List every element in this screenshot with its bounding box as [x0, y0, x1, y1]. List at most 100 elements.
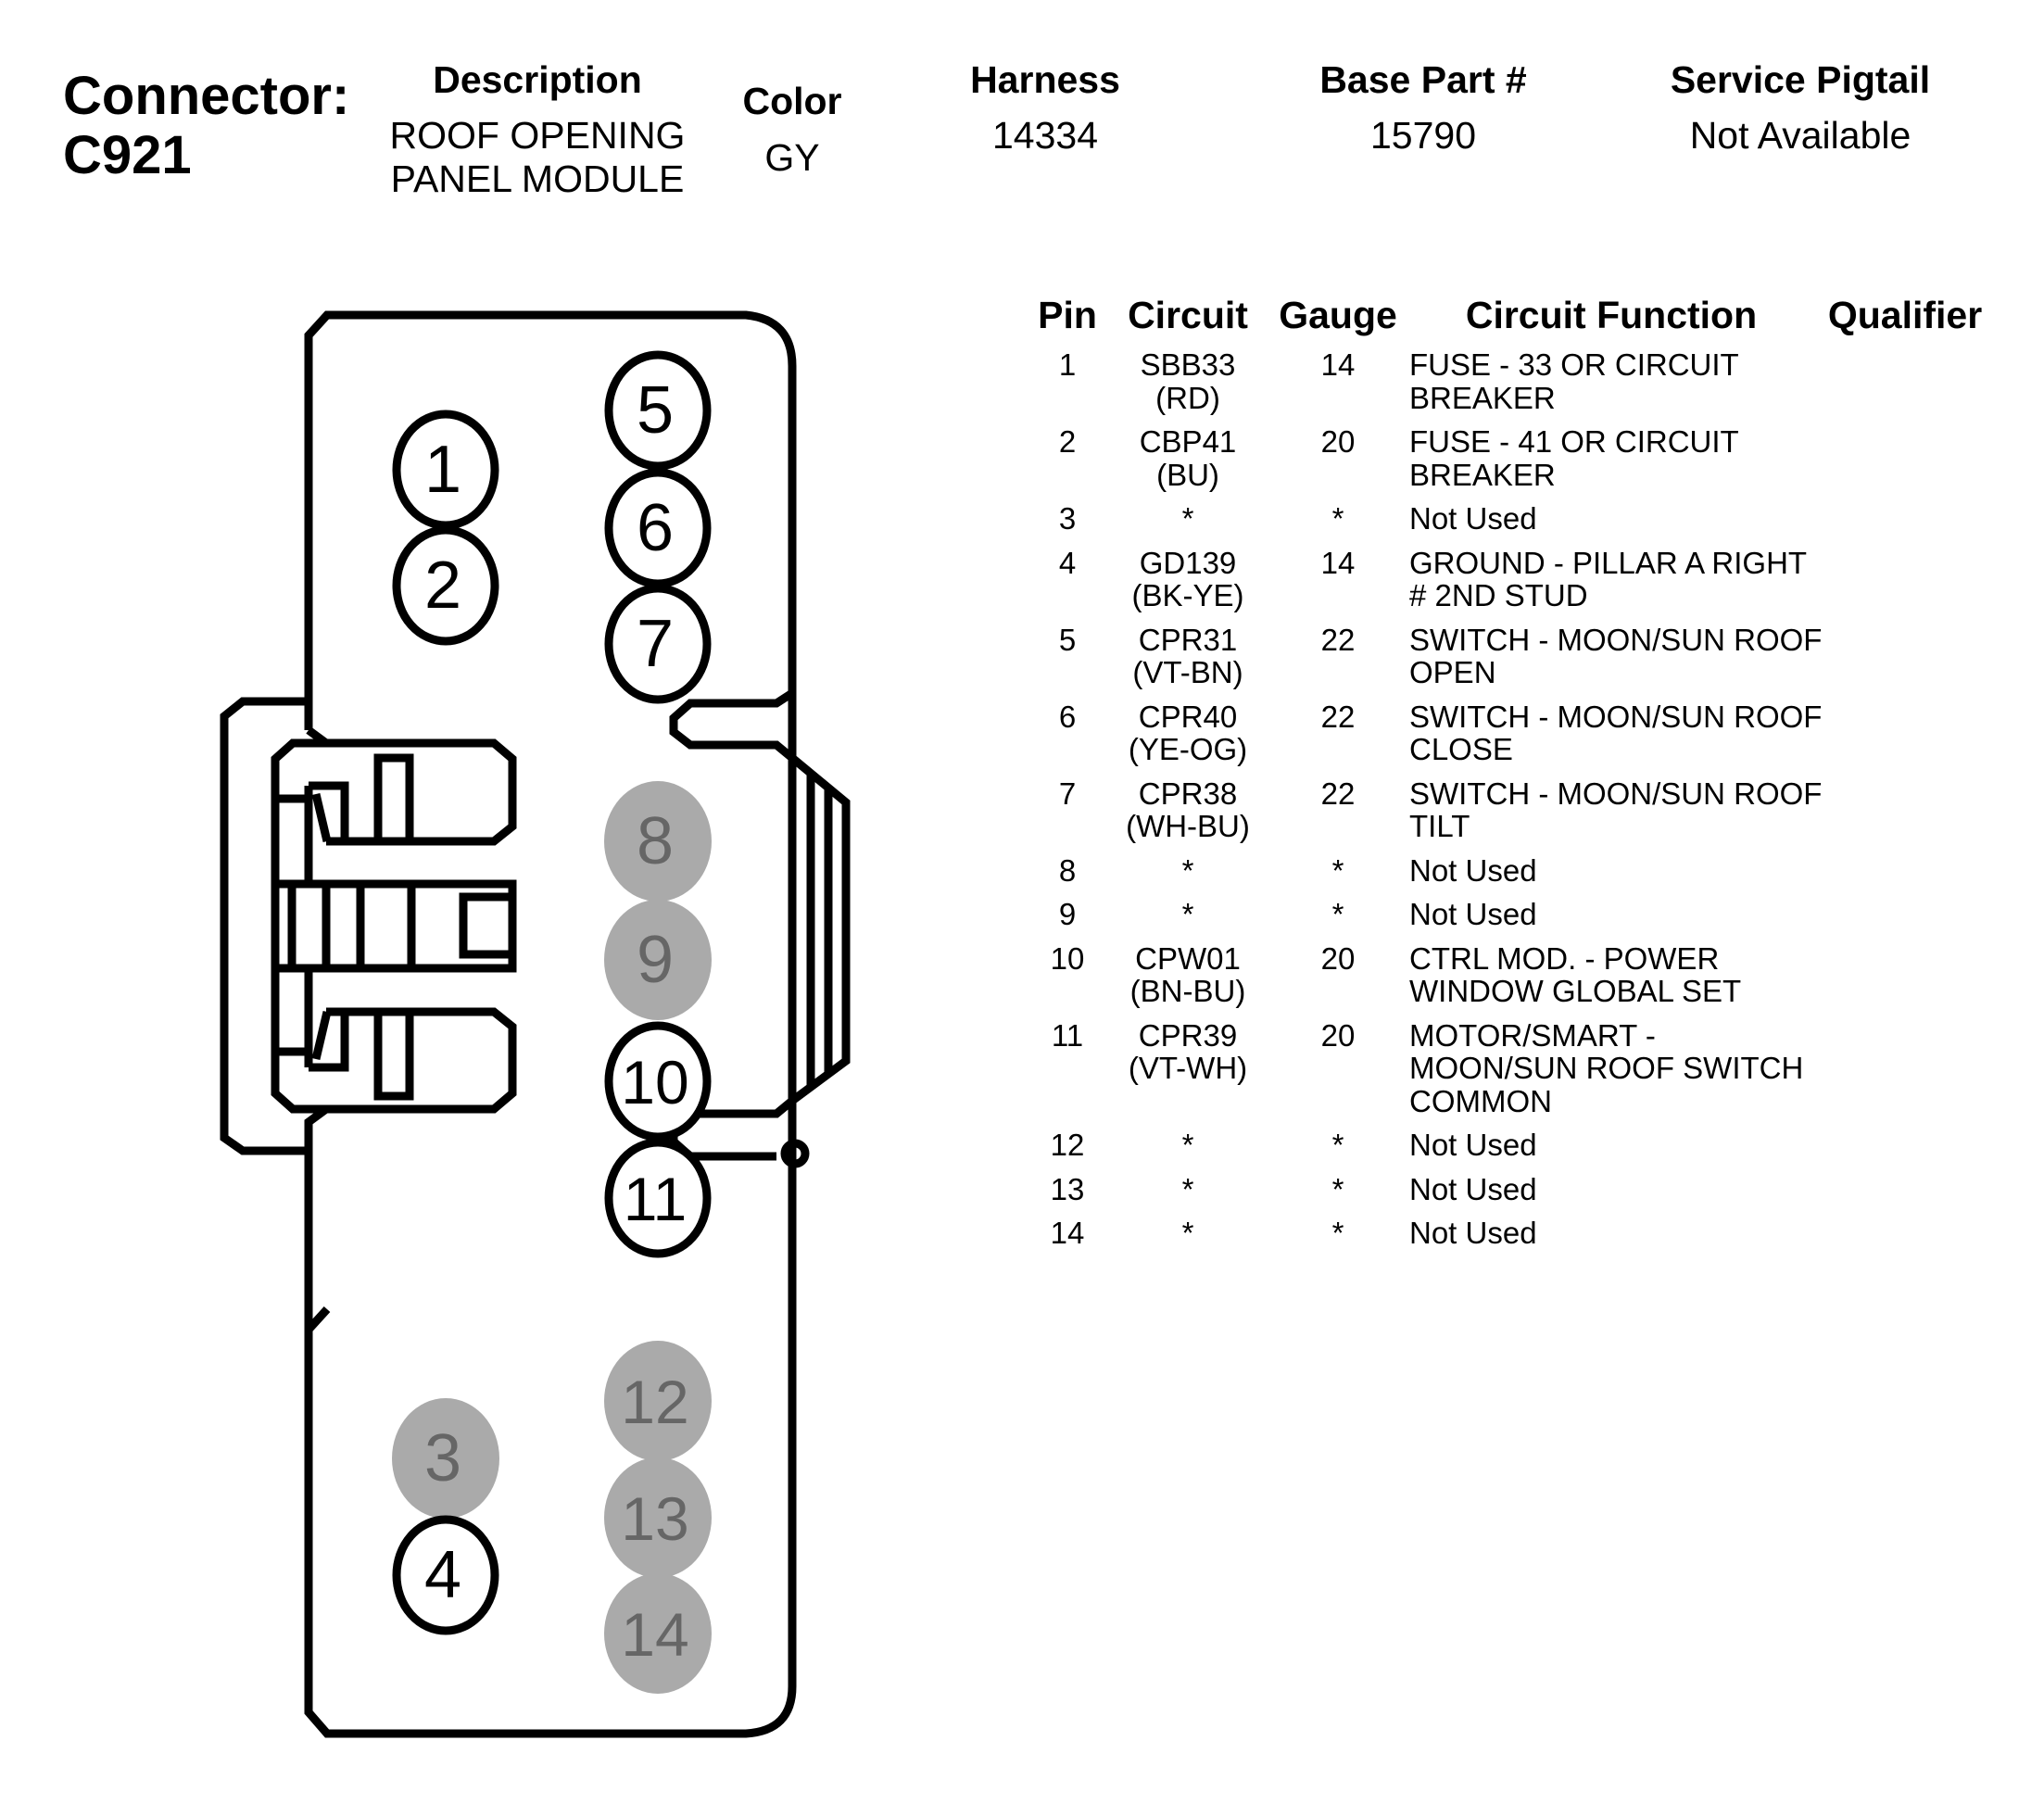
cell-gauge: *: [1331, 1216, 1344, 1250]
pin-number-label: 7: [637, 607, 674, 681]
cell-gauge: 22: [1320, 622, 1356, 657]
pin-cavity-9: 9: [604, 900, 712, 1020]
cell-pin: 13: [1050, 1171, 1085, 1206]
column-header-qualifier: Qualifier: [1827, 294, 1983, 336]
cell-circuit: CPR40: [1138, 699, 1238, 734]
column-header-gauge: Gauge: [1279, 294, 1397, 336]
pin-number-label: 2: [424, 549, 461, 623]
cell-function: WINDOW GLOBAL SET: [1409, 974, 1742, 1008]
cell-pin: 1: [1058, 347, 1077, 382]
pin-cavity-unused-fill: [604, 1341, 712, 1461]
cell-circuit: (BK-YE): [1131, 578, 1244, 612]
cell-pin: 11: [1051, 1017, 1084, 1053]
latch-hook-lower-tab: [311, 1010, 332, 1061]
pin-cavity-ring: [604, 1138, 712, 1258]
pin-cavity-11: 11: [604, 1138, 712, 1258]
cell-circuit: (BN-BU): [1129, 974, 1246, 1008]
description-label: Description: [433, 58, 642, 101]
cell-function: Not Used: [1409, 1216, 1537, 1250]
pin-number-label: 6: [637, 491, 674, 565]
cell-function: CTRL MOD. - POWER: [1409, 940, 1720, 976]
cell-circuit: *: [1181, 501, 1194, 536]
cell-circuit: SBB33: [1140, 347, 1236, 382]
pin-number-label: 5: [637, 373, 674, 448]
cell-gauge: *: [1331, 897, 1344, 931]
cell-function: BREAKER: [1409, 457, 1556, 492]
pin-cavity-ring: [392, 410, 499, 530]
base-part-value: 15790: [1369, 114, 1476, 157]
cell-pin: 6: [1058, 699, 1077, 734]
cell-function: MOTOR/SMART -: [1409, 1017, 1656, 1053]
base-part-label: Base Part #: [1319, 58, 1527, 101]
cell-gauge: 20: [1320, 424, 1356, 459]
cell-circuit: CPR31: [1138, 622, 1238, 657]
pin-cavity-ring: [604, 1021, 712, 1142]
lock-pivot-icon: [780, 1139, 810, 1168]
pin-cavity-ring: [392, 1515, 499, 1635]
cell-circuit: *: [1181, 852, 1194, 888]
cell-gauge: 22: [1320, 699, 1356, 734]
cell-function: GROUND - PILLAR A RIGHT: [1409, 545, 1808, 580]
color-value: GY: [764, 136, 820, 179]
cell-function: TILT: [1409, 809, 1470, 843]
cell-function: # 2ND STUD: [1409, 578, 1588, 612]
cell-function: Not Used: [1409, 852, 1537, 888]
cell-pin: 2: [1058, 424, 1077, 459]
cell-circuit: GD139: [1139, 545, 1237, 580]
pin-cavity-3: 3: [392, 1398, 499, 1519]
inner-latch-lower-slot: [271, 968, 517, 1114]
cell-circuit: (RD): [1155, 380, 1220, 415]
column-header-circuit: Circuit: [1128, 294, 1248, 336]
cell-circuit: (YE-OG): [1128, 732, 1248, 766]
cell-pin: 14: [1050, 1216, 1085, 1250]
harness-label: Harness: [970, 58, 1120, 101]
latch-hook-upper: [309, 781, 349, 841]
pin-cavity-unused-fill: [392, 1398, 499, 1519]
cell-function: MOON/SUN ROOF SWITCH: [1409, 1051, 1804, 1085]
column-header-circuit-function: Circuit Function: [1465, 294, 1758, 336]
pin-cavity-ring: [604, 584, 712, 704]
cell-function: CLOSE: [1409, 732, 1513, 766]
outer-latch-frame: [220, 697, 309, 1155]
right-lock-ridge: [789, 754, 851, 1104]
pin-cavity-2: 2: [392, 525, 499, 646]
cell-circuit: CPR39: [1138, 1017, 1238, 1053]
cell-circuit: CBP41: [1139, 424, 1237, 459]
cell-function: SWITCH - MOON/SUN ROOF: [1409, 776, 1823, 811]
cell-gauge: 14: [1320, 545, 1356, 580]
pin-cavity-4: 4: [392, 1515, 499, 1635]
cell-gauge: 20: [1320, 1017, 1356, 1053]
pin-cavity-ring: [392, 525, 499, 646]
cell-gauge: *: [1331, 1171, 1344, 1206]
cell-pin: 7: [1058, 776, 1077, 811]
cell-gauge: *: [1331, 852, 1344, 888]
cell-circuit: (BU): [1156, 457, 1219, 492]
cell-function: FUSE - 41 OR CIRCUIT: [1409, 424, 1739, 459]
pin-number-label: 10: [621, 1048, 688, 1116]
cell-gauge: 14: [1320, 347, 1356, 382]
harness-value: 14334: [991, 114, 1098, 157]
service-pigtail-value: Not Available: [1689, 114, 1912, 157]
body-to-latch-joint-lower: [304, 1105, 329, 1334]
service-pigtail-label: Service Pigtail: [1670, 58, 1931, 101]
cell-circuit: *: [1181, 897, 1194, 931]
inner-latch-upper-slot: [271, 738, 517, 968]
cell-function: Not Used: [1409, 1171, 1537, 1206]
cell-function: SWITCH - MOON/SUN ROOF: [1409, 699, 1823, 734]
pin-cavity-ring: [604, 468, 712, 588]
cell-circuit: *: [1181, 1171, 1194, 1206]
pin-number-label: 11: [624, 1165, 688, 1233]
pin-number-label: 9: [637, 923, 674, 997]
pin-cavity-7: 7: [604, 584, 712, 704]
pin-cavity-10: 10: [604, 1021, 712, 1142]
latch-rib-lower: [373, 1007, 414, 1101]
pin-number-label: 13: [621, 1484, 688, 1553]
cell-function: Not Used: [1409, 501, 1537, 536]
right-notch-upper: [669, 689, 795, 762]
cell-function: Not Used: [1409, 897, 1537, 931]
cell-circuit: CPW01: [1135, 940, 1241, 976]
pin-number-label: 3: [424, 1421, 461, 1495]
middle-bar-window: [459, 892, 512, 959]
